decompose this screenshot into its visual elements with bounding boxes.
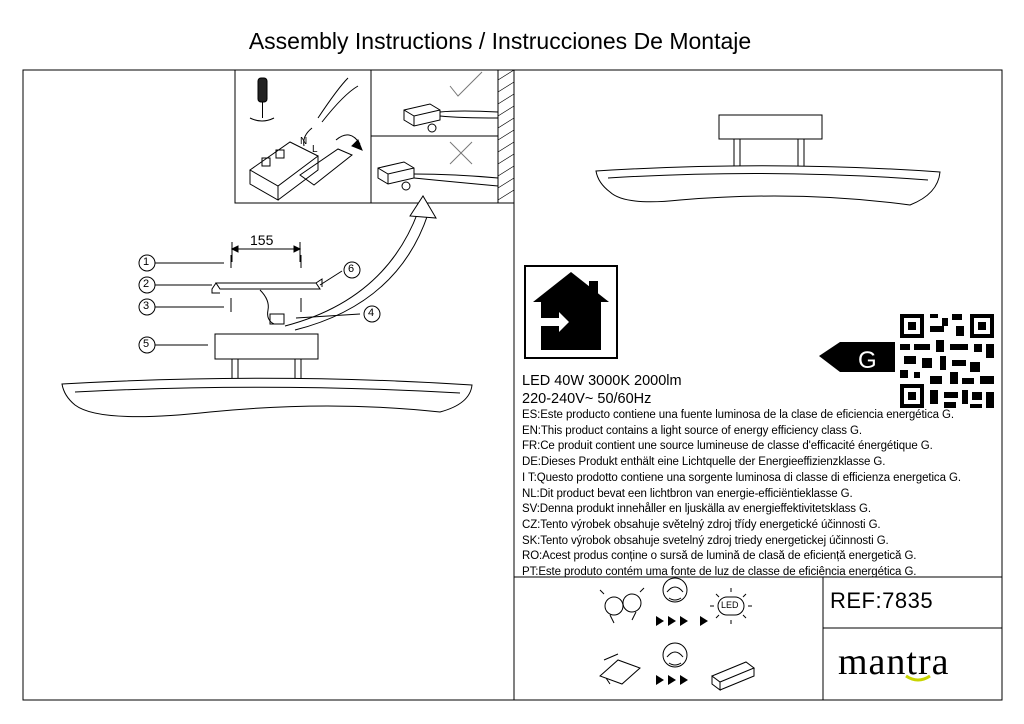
screwdriver-icon <box>249 77 275 122</box>
spec-power: LED 40W 3000K 2000lm <box>522 373 682 389</box>
energy-class-letter: G <box>858 347 877 374</box>
bulb-icon <box>599 587 645 624</box>
statement-it: I T:Questo prodotto contiene una sorgent… <box>522 471 961 484</box>
statement-de: DE:Dieses Produkt enthält eine Lichtquel… <box>522 456 886 469</box>
brand-logo: mantra <box>838 641 950 683</box>
correct-check-icon <box>449 71 483 97</box>
statement-en: EN:This product contains a light source … <box>522 424 862 437</box>
driver-icon <box>710 661 756 691</box>
spec-voltage: 220-240V~ 50/60Hz <box>522 391 652 407</box>
wire-label-l: L <box>312 144 318 155</box>
wire-label-n: N <box>300 136 307 147</box>
statement-sv: SV:Denna produkt innehåller en ljuskälla… <box>522 503 871 516</box>
energy-info: LED 40W 3000K 2000lm 220-240V~ 50/60Hz E… <box>522 372 1002 581</box>
connector-correct <box>403 103 441 127</box>
led-label: LED <box>721 600 739 610</box>
dimension-label: 155 <box>250 232 274 248</box>
statement-es: ES:Este producto contiene una fuente lum… <box>522 409 954 421</box>
statement-sk: SK:Tento výrobok obsahuje svetelný zdroj… <box>522 534 889 547</box>
callout-1: 1 <box>143 256 150 268</box>
led-icon <box>710 588 752 624</box>
page-title: Assembly Instructions / Instrucciones De… <box>248 28 752 54</box>
wiring-arrow <box>284 195 437 331</box>
connector-incorrect <box>377 161 415 185</box>
callout-3: 3 <box>143 300 150 312</box>
brand-smile <box>905 674 931 682</box>
technician-icon <box>662 577 688 668</box>
callout-6: 6 <box>348 263 355 275</box>
callout-4: 4 <box>368 307 375 319</box>
statement-pt: PT:Este produto contém uma fonte de luz … <box>522 566 917 579</box>
product-elevation <box>595 114 941 206</box>
callout-5: 5 <box>143 338 150 350</box>
statement-nl: NL:Dit product bevat een lichtbron van e… <box>522 487 853 500</box>
callout-2: 2 <box>143 278 150 290</box>
reference-number: REF:7835 <box>830 588 934 613</box>
statement-fr: FR:Ce produit contient une source lumine… <box>522 440 933 453</box>
incorrect-cross-icon <box>449 141 473 165</box>
statement-cz: CZ:Tento výrobek obsahuje světelný zdroj… <box>522 518 881 531</box>
terminal-block-icon <box>249 77 363 201</box>
statement-ro: RO:Acest produs conține o sursă de lumin… <box>522 550 917 563</box>
energy-class-arrow-icon <box>819 342 895 372</box>
indoor-use-house-icon <box>524 265 618 359</box>
qr-code-icon <box>899 313 995 409</box>
